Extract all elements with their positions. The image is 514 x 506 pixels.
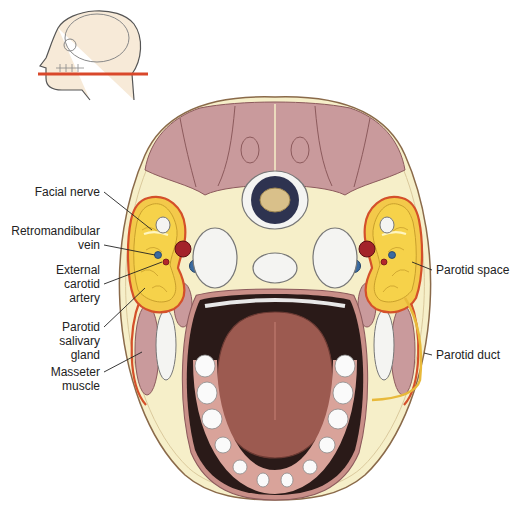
vertebral-arch xyxy=(242,171,308,229)
skull-sketch xyxy=(65,14,129,62)
section-plane xyxy=(38,73,148,76)
tooth xyxy=(319,437,335,453)
vertebral-canal xyxy=(251,176,299,224)
leader-line xyxy=(104,192,152,230)
tongue xyxy=(217,312,333,458)
part-label: Facial nerve xyxy=(4,185,100,199)
tooth xyxy=(333,382,353,404)
parotid-duct xyxy=(372,298,421,400)
teeth-sketch xyxy=(56,64,84,72)
tooth xyxy=(257,473,269,487)
teeth xyxy=(195,355,355,487)
head-sketch xyxy=(40,11,141,100)
leader-line xyxy=(104,352,142,372)
part-label: Parotid space xyxy=(436,263,512,277)
tooth xyxy=(202,409,222,429)
midline xyxy=(274,104,276,172)
oral-cavity xyxy=(187,294,363,495)
head-outline xyxy=(119,97,430,500)
tongue-groove xyxy=(274,322,276,420)
tooth xyxy=(195,355,215,377)
vertebral-body xyxy=(253,253,297,283)
leader-line xyxy=(412,262,432,270)
orientation-inset xyxy=(38,11,148,100)
leader-line xyxy=(104,262,162,284)
tooth xyxy=(328,409,348,429)
tooth xyxy=(233,460,247,474)
tooth xyxy=(335,355,355,377)
leader-line xyxy=(104,288,145,327)
part-label: External carotid artery xyxy=(40,263,100,305)
part-label: Parotid duct xyxy=(436,348,512,362)
tooth xyxy=(197,382,217,404)
tooth xyxy=(303,460,317,474)
tooth xyxy=(281,473,293,487)
tooth xyxy=(215,437,231,453)
spinal-cord xyxy=(260,188,290,212)
leader-line xyxy=(104,245,155,255)
part-label: Masseter muscle xyxy=(40,365,100,393)
palate xyxy=(205,300,345,306)
orbit-sketch xyxy=(64,39,76,51)
oral-mucosa xyxy=(182,289,367,500)
part-label: Retromandibular vein xyxy=(4,224,100,252)
part-label: Parotid salivary gland xyxy=(40,320,100,362)
gum xyxy=(205,360,345,482)
leader-line xyxy=(424,353,432,355)
